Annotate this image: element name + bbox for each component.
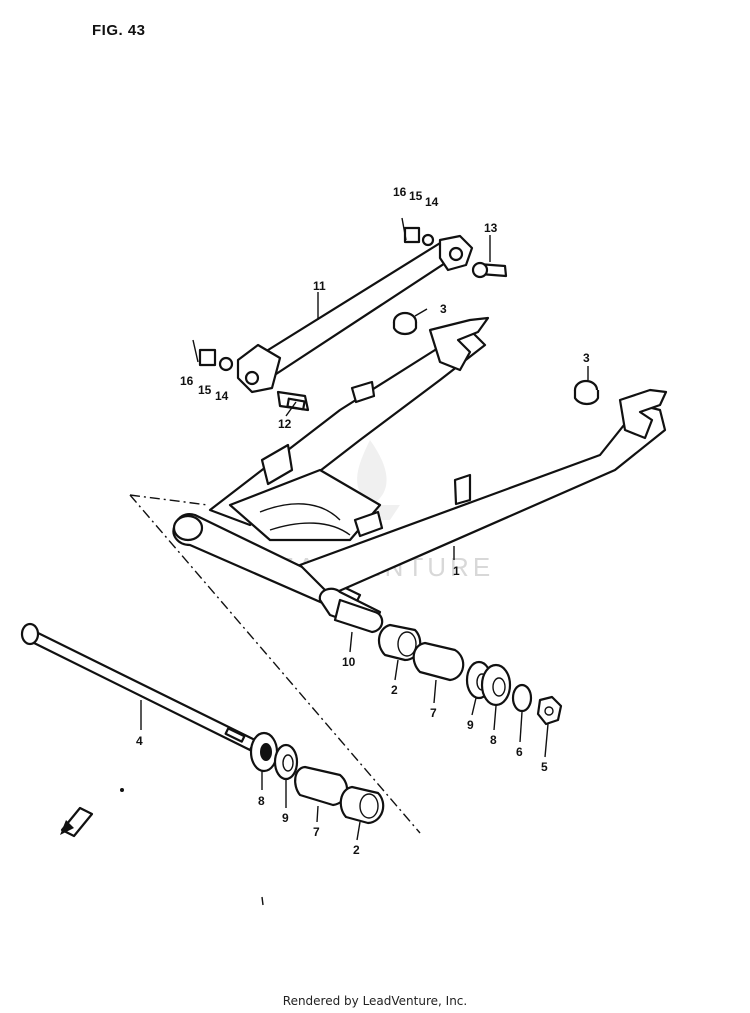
callout-14-top: 14 <box>425 195 439 209</box>
figure-title: FIG. 43 <box>92 22 146 39</box>
torque-rod-part-11 <box>236 234 474 394</box>
callout-5: 5 <box>541 760 548 774</box>
callout-1: 1 <box>453 564 460 578</box>
footer-credit: Rendered by LeadVenture, Inc. <box>282 994 468 1008</box>
callout-3-lower: 3 <box>583 351 590 365</box>
sleeve-part-7-upper <box>412 641 465 682</box>
callout-3-upper: 3 <box>440 302 447 316</box>
callout-7-upper: 7 <box>430 706 437 720</box>
bearing-part-2-lower <box>339 785 385 825</box>
callout-8-upper: 8 <box>490 733 497 747</box>
callout-16-top: 16 <box>393 185 407 199</box>
fasteners-lower <box>192 339 234 372</box>
seal-part-8-upper <box>480 663 512 707</box>
bearing-part-2-upper <box>377 623 422 662</box>
callout-15-lower: 15 <box>198 383 212 397</box>
callout-16-lower: 16 <box>180 374 194 388</box>
front-arrow-icon <box>60 806 94 838</box>
leader-lines <box>140 235 589 841</box>
callout-12: 12 <box>278 417 292 431</box>
bolt-part-12 <box>276 390 310 412</box>
callout-11: 11 <box>313 279 326 293</box>
nut-part-5 <box>536 695 563 726</box>
callout-10: 10 <box>342 655 356 669</box>
fasteners-upper <box>401 217 435 247</box>
callout-14-lower: 14 <box>215 389 229 403</box>
bolt-part-13 <box>471 261 508 279</box>
callout-6: 6 <box>516 745 523 759</box>
sleeve-part-7-lower <box>294 765 349 807</box>
callout-13: 13 <box>484 221 498 235</box>
bush-part-3-upper <box>392 311 418 336</box>
pivot-shaft-part-4 <box>20 622 257 752</box>
callout-labels: 16 15 14 13 11 3 16 15 14 12 3 1 10 2 7 … <box>136 185 590 857</box>
callout-8-lower: 8 <box>258 794 265 808</box>
washer-part-6 <box>511 683 533 713</box>
callout-7-lower: 7 <box>313 825 320 839</box>
callout-4: 4 <box>136 734 143 748</box>
washer-part-9-lower <box>273 743 299 781</box>
bush-part-3-lower <box>573 379 600 406</box>
callout-2-lower: 2 <box>353 843 360 857</box>
callout-2-upper: 2 <box>391 683 398 697</box>
callout-15-top: 15 <box>409 189 423 203</box>
spacer-part-10 <box>333 598 384 634</box>
seal-part-8-lower <box>249 731 279 773</box>
callout-9-lower: 9 <box>282 811 289 825</box>
dash-line <box>129 494 421 834</box>
callout-9-upper: 9 <box>467 718 474 732</box>
